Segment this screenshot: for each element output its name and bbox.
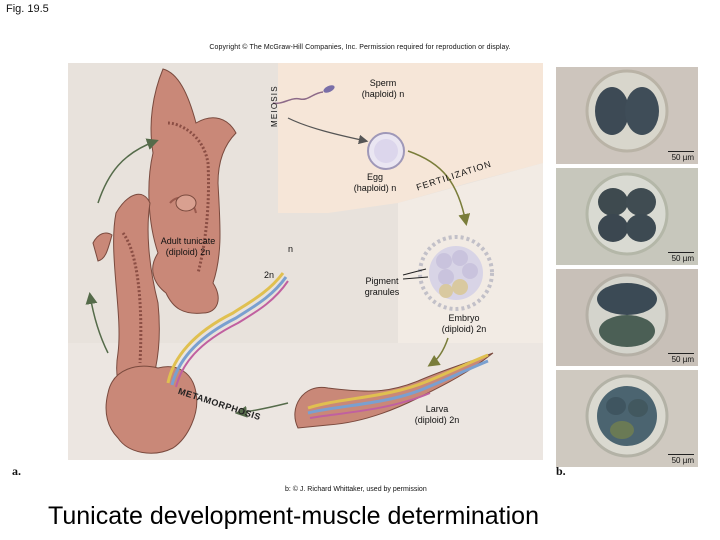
- two-n-label: 2n: [264, 270, 275, 280]
- larva-label-line1: Larva: [425, 404, 449, 414]
- egg-label-line2: (haploid) n: [353, 183, 397, 193]
- scale-label: 50 µm: [671, 153, 694, 162]
- scale-label: 50 µm: [671, 355, 694, 364]
- micrograph-4-cell: 50 µm: [556, 168, 698, 265]
- micrograph-8-cell: 50 µm: [556, 269, 698, 366]
- pigment-granules-label: Pigment granules: [350, 276, 414, 298]
- egg-drawing: [367, 132, 405, 170]
- eight-cell-embryo-image: [556, 269, 698, 366]
- sperm-label: Sperm (haploid) n: [348, 78, 418, 100]
- adult-tunicate-drawing: [92, 68, 237, 409]
- sperm-label-line2: (haploid) n: [361, 89, 405, 99]
- scale-label: 50 µm: [671, 254, 694, 263]
- scale-label: 50 µm: [671, 456, 694, 465]
- four-cell-embryo-image: [556, 168, 698, 265]
- life-cycle-panel: [68, 63, 543, 460]
- embryo-label-line2: (diploid) 2n: [441, 324, 487, 334]
- sixteen-cell-embryo-image: [556, 370, 698, 467]
- adult-label-line1: Adult tunicate: [160, 236, 216, 246]
- pigment-label-line1: Pigment: [365, 276, 399, 286]
- adult-tunicate-label: Adult tunicate (diploid) 2n: [138, 236, 238, 258]
- copyright-notice: Copyright © The McGraw-Hill Companies, I…: [209, 44, 511, 51]
- larva-label-line2: (diploid) 2n: [414, 415, 460, 425]
- egg-label: Egg (haploid) n: [335, 172, 415, 194]
- scale-bar: [668, 151, 694, 152]
- embryo-label: Embryo (diploid) 2n: [426, 313, 502, 335]
- larva-label: Larva (diploid) 2n: [400, 404, 474, 426]
- scale-bar: [668, 252, 694, 253]
- panel-a-label: a.: [12, 464, 21, 478]
- sperm-label-line1: Sperm: [369, 78, 397, 88]
- pigment-label-line2: granules: [364, 287, 400, 297]
- panel-b-label: b.: [556, 464, 566, 478]
- life-cycle-illustration: [68, 63, 543, 460]
- egg-label-line1: Egg: [366, 172, 383, 182]
- scale-bar: [668, 353, 694, 354]
- larva-drawing: [294, 352, 494, 429]
- scale-bar: [668, 454, 694, 455]
- photo-credit: b: © J. Richard Whittaker, used by permi…: [285, 486, 427, 493]
- metamorphosis-tunicate-drawing: [105, 272, 289, 454]
- embryo-drawing: [418, 235, 494, 311]
- micrograph-column: 50 µm 50 µm 50 µm: [556, 67, 698, 467]
- micrograph-2-cell: 50 µm: [556, 67, 698, 164]
- meiosis-label: MEIOSIS: [270, 85, 279, 127]
- n-label: n: [288, 244, 294, 254]
- two-cell-embryo-image: [556, 67, 698, 164]
- adult-label-line2: (diploid) 2n: [165, 247, 211, 257]
- slide-title: Tunicate development-muscle determinatio…: [48, 502, 539, 530]
- sperm-drawing: [272, 85, 335, 105]
- figure-label: Fig. 19.5: [6, 3, 49, 15]
- micrograph-16-cell: 50 µm: [556, 370, 698, 467]
- embryo-label-line1: Embryo: [448, 313, 480, 323]
